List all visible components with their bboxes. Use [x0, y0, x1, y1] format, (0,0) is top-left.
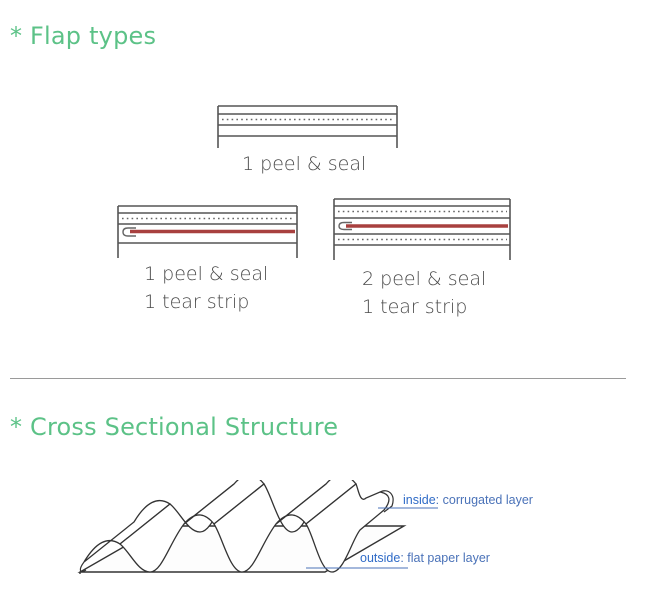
inside-annotation: inside: corrugated layer	[403, 493, 533, 507]
inside-desc: : corrugated layer	[435, 493, 533, 507]
flap-3-line1: 2 peel & seal	[362, 268, 487, 290]
flap-diagram-1	[217, 105, 398, 148]
outside-key: outside	[360, 551, 401, 565]
flap-3-line2: 1 tear strip	[362, 296, 468, 318]
section-divider	[10, 378, 626, 379]
flap-1-line1: 1 peel & seal	[242, 153, 367, 175]
corrugated-cross-section	[77, 480, 438, 574]
outside-annotation: outside: flat paper layer	[360, 551, 490, 565]
corrugated-layer	[83, 480, 390, 573]
inside-key: inside	[403, 493, 436, 507]
flap-diagram-3	[333, 198, 511, 260]
cross-section-title: * Cross Sectional Structure	[10, 413, 339, 441]
flap-2-line1: 1 peel & seal	[144, 263, 269, 285]
flap-2-line2: 1 tear strip	[144, 291, 250, 313]
flap-diagram-2	[117, 205, 298, 258]
flap-types-title: * Flap types	[10, 22, 157, 50]
outside-desc: : flat paper layer	[400, 551, 490, 565]
flap-label-2: 1 peel & seal 1 tear strip	[144, 260, 268, 316]
flap-label-3: 2 peel & seal 1 tear strip	[362, 265, 486, 321]
flap-label-1: 1 peel & seal	[242, 150, 366, 178]
